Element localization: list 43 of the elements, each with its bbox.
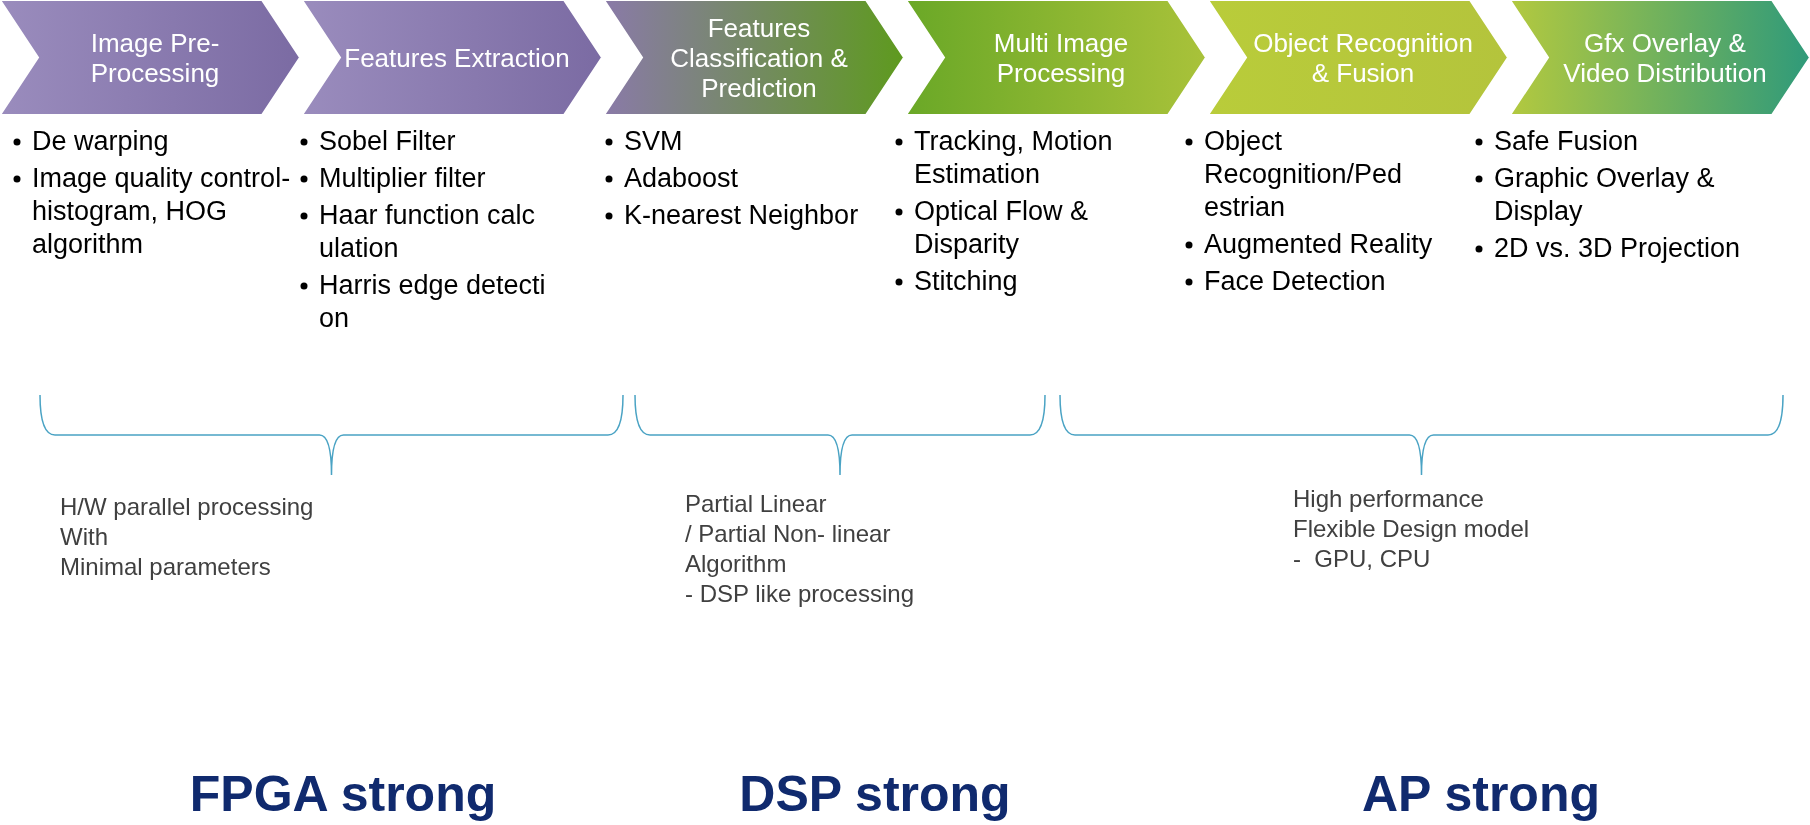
bullet-item: Optical Flow & Disparity [914, 196, 1089, 259]
bullet-item: Safe Fusion [1494, 126, 1639, 156]
process-step-banner [302, 0, 602, 115]
step-title: Multi Image Processing [992, 27, 1130, 88]
step-title: Object Recognition & Fusion [1252, 27, 1474, 88]
bullet-item: Image quality control- histogram, HOG algorithm [32, 163, 291, 259]
process-step-banner [604, 0, 904, 115]
bracket-note: With [60, 523, 108, 551]
bracket-note: / Partial Non- linear [685, 520, 891, 548]
bracket-note: H/W parallel processing [60, 493, 314, 521]
step-title: Features Classification & Prediction [669, 12, 849, 103]
bracket-note: - GPU, CPU [1293, 545, 1431, 573]
bracket-note: - DSP like processing [685, 580, 914, 608]
process-step-banner [1510, 0, 1810, 115]
process-step-banner [1208, 0, 1508, 115]
bullet-item: Sobel Filter [319, 126, 456, 156]
step-title: Features Extraction [343, 42, 571, 73]
step-title: Image Pre- Processing [89, 27, 221, 88]
bracket-note: High performance [1293, 485, 1484, 513]
bullet-item: Stitching [914, 266, 1018, 296]
bullet-item: 2D vs. 3D Projection [1494, 233, 1741, 263]
bullet-item: Harris edge detecti on [319, 270, 546, 333]
bullet-item: Face Detection [1204, 266, 1386, 296]
bullet-item: Adaboost [624, 163, 739, 193]
group-heading: AP strong [1362, 765, 1600, 823]
bullet-item: Tracking, Motion Estimation [914, 126, 1113, 189]
bracket-note: Algorithm [685, 550, 787, 578]
bullet-item: Graphic Overlay & Display [1494, 163, 1715, 226]
bullet-item: SVM [624, 126, 683, 156]
bracket-note: Partial Linear [685, 490, 827, 518]
group-heading: FPGA strong [189, 765, 497, 823]
bracket-note: Minimal parameters [60, 553, 271, 581]
bracket-note: Flexible Design model [1293, 515, 1530, 543]
group-heading: DSP strong [739, 765, 1011, 823]
bullet-item: Augmented Reality [1204, 229, 1433, 259]
bullet-item: K-nearest Neighbor [624, 200, 859, 230]
bullet-item: Haar function calc ulation [319, 200, 536, 263]
bullet-item: Object Recognition/Ped estrian [1204, 126, 1403, 222]
bullet-item: Multiplier filter [319, 163, 486, 193]
step-title: Gfx Overlay & Video Distribution [1562, 27, 1768, 88]
bullet-item: De warping [32, 126, 169, 156]
process-step-banner [906, 0, 1206, 115]
process-step-banner [0, 0, 300, 115]
